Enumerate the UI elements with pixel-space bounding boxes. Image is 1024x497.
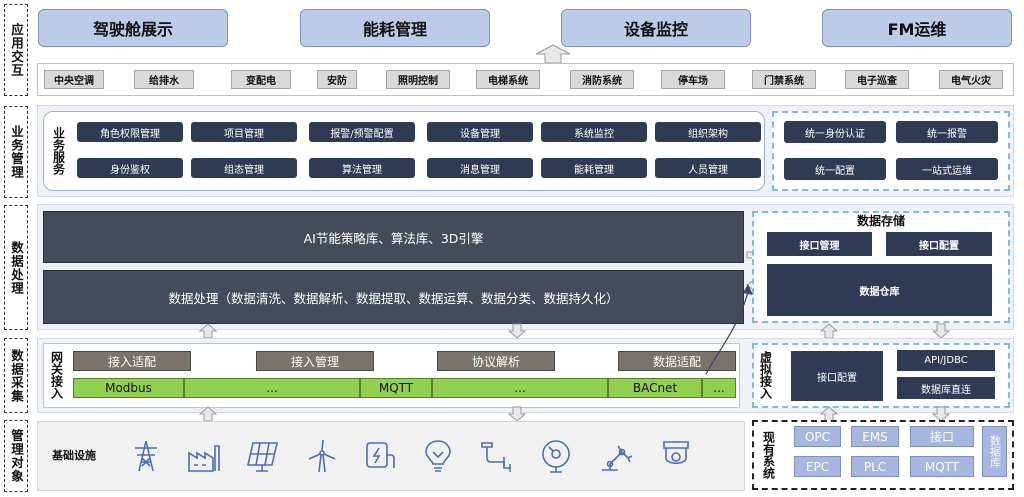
existing-systems-label: 现有系统 (761, 431, 776, 479)
virtual-label: 虚拟接入 (758, 351, 773, 399)
down-arrow-icon (508, 323, 526, 339)
subsystem-elevator[interactable]: 电梯系统 (476, 70, 540, 89)
down-arrow-icon (508, 406, 526, 422)
module-cockpit[interactable]: 驾驶舱展示 (38, 9, 228, 47)
existing-mqtt[interactable]: MQTT (910, 456, 974, 477)
lightbulb-icon (425, 440, 451, 472)
unified-config[interactable]: 统一配置 (784, 158, 886, 180)
proto-ellipsis-1[interactable]: ... (184, 378, 360, 398)
data-warehouse[interactable]: 数据仓库 (767, 264, 992, 316)
gw-access-mgmt[interactable]: 接入管理 (256, 351, 374, 371)
wind-turbine-icon (308, 439, 336, 473)
subsystem-parking[interactable]: 停车场 (661, 70, 725, 89)
virtual-interface-config[interactable]: 接口配置 (791, 351, 883, 401)
unified-identity[interactable]: 统一身份认证 (784, 121, 886, 143)
data-processing-bar[interactable]: 数据处理（数据清洗、数据解析、数据提取、数据运算、数据分类、数据持久化） (43, 270, 744, 324)
layer-label-business: 业务管理 (4, 106, 28, 198)
ai-engine-bar[interactable]: AI节能策略库、算法库、3D引擎 (43, 211, 744, 263)
connector-arrow-icon (705, 284, 753, 375)
proto-bacnet[interactable]: BACnet (608, 378, 702, 398)
layer-label-data-collection: 数据采集 (4, 338, 28, 413)
down-arrow-icon (932, 406, 950, 422)
subsystem-hvac[interactable]: 中央空调 (44, 70, 104, 89)
subsystem-water[interactable]: 给排水 (134, 70, 194, 89)
storage-interface-mgmt[interactable]: 接口管理 (767, 232, 872, 256)
existing-ems[interactable]: EMS (851, 426, 899, 447)
biz-auth[interactable]: 身份鉴权 (77, 158, 183, 178)
biz-project[interactable]: 项目管理 (191, 122, 297, 142)
proto-modbus[interactable]: Modbus (73, 378, 184, 398)
up-arrow-icon (199, 323, 217, 339)
gateway-label: 网关接入 (49, 351, 64, 399)
gauge-icon (542, 440, 570, 473)
layer-label-managed-objects: 管理对象 (4, 420, 28, 492)
subsystem-security[interactable]: 安防 (317, 70, 357, 89)
subsystem-fire[interactable]: 消防系统 (570, 70, 634, 89)
factory-icon (188, 445, 220, 472)
biz-role-permission[interactable]: 角色权限管理 (77, 122, 183, 142)
module-energy[interactable]: 能耗管理 (300, 9, 490, 47)
biz-energy[interactable]: 能耗管理 (541, 158, 647, 178)
proto-ellipsis-2[interactable]: ... (432, 378, 608, 398)
layer-label-data-processing: 数据处理 (4, 205, 28, 330)
gw-protocol-parse[interactable]: 协议解析 (437, 351, 555, 371)
layer-label-app: 应用交互 (4, 4, 28, 96)
infrastructure-label: 基础设施 (52, 449, 96, 462)
virtual-db-direct[interactable]: 数据库直连 (897, 377, 995, 399)
biz-alarm-config[interactable]: 报警/预警配置 (309, 122, 415, 142)
existing-plc[interactable]: PLC (851, 456, 899, 477)
unified-alarm[interactable]: 统一报警 (896, 121, 998, 143)
existing-opc[interactable]: OPC (794, 426, 841, 447)
module-device-monitor[interactable]: 设备监控 (561, 9, 751, 47)
storage-title: 数据存储 (856, 213, 905, 228)
virtual-api-jdbc[interactable]: API/JDBC (897, 350, 995, 371)
robot-arm-icon (602, 445, 633, 471)
subsystem-patrol[interactable]: 电子巡查 (845, 70, 909, 89)
gw-access-adapt[interactable]: 接入适配 (73, 351, 191, 371)
subsystem-electrical-fire[interactable]: 电气火灾 (939, 70, 1003, 89)
camera-icon (663, 441, 689, 465)
biz-config[interactable]: 组态管理 (191, 158, 297, 178)
up-arrow-icon (535, 44, 571, 64)
existing-epc[interactable]: EPC (794, 456, 841, 477)
subsystem-access[interactable]: 门禁系统 (752, 70, 816, 89)
subsystem-lighting[interactable]: 照明控制 (386, 70, 450, 89)
biz-organization[interactable]: 组织架构 (655, 122, 761, 142)
power-tower-icon (135, 440, 157, 472)
biz-algorithm[interactable]: 算法管理 (309, 158, 415, 178)
business-service-label: 业务服务 (51, 127, 66, 175)
biz-personnel[interactable]: 人员管理 (655, 158, 761, 178)
down-arrow-icon (932, 323, 950, 339)
subsystem-power[interactable]: 变配电 (231, 70, 291, 89)
storage-interface-config[interactable]: 接口配置 (886, 232, 992, 256)
solar-panel-icon (246, 442, 279, 472)
gw-data-adapt[interactable]: 数据适配 (618, 351, 736, 371)
existing-database[interactable]: 数据库 (982, 426, 1007, 477)
biz-system-monitor[interactable]: 系统监控 (541, 122, 647, 142)
biz-message[interactable]: 消息管理 (427, 158, 533, 178)
proto-mqtt[interactable]: MQTT (360, 378, 432, 398)
module-fm[interactable]: FM运维 (822, 9, 1012, 47)
water-pipe-icon (481, 442, 511, 472)
biz-device[interactable]: 设备管理 (427, 122, 533, 142)
existing-interface[interactable]: 接口 (910, 426, 974, 447)
power-socket-icon (366, 442, 395, 468)
up-arrow-icon (199, 406, 217, 422)
one-stop-ops[interactable]: 一站式运维 (896, 158, 998, 180)
up-arrow-icon (820, 323, 838, 339)
proto-ellipsis-3[interactable]: ... (702, 378, 736, 398)
